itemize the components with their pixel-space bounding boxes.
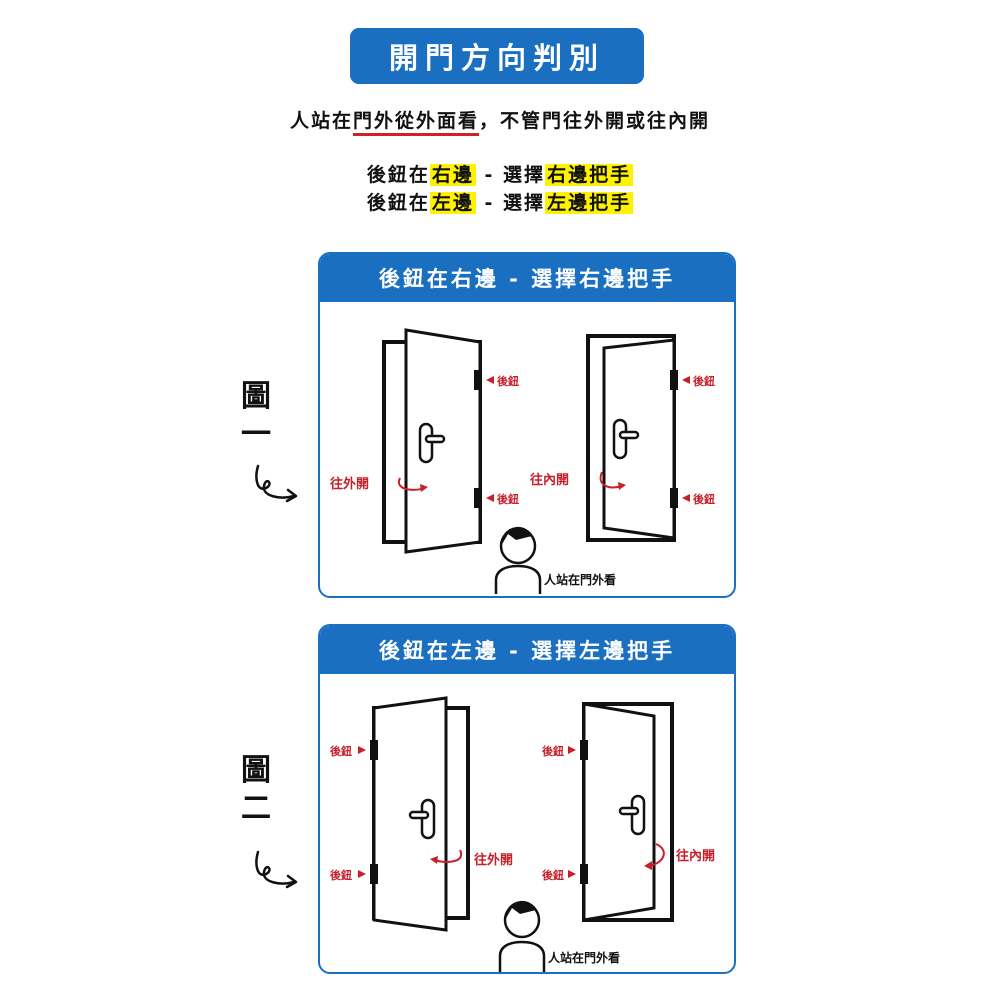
outward-label: 往外開 <box>474 852 513 868</box>
hinge-bottom <box>474 488 482 508</box>
figure1-door-inward: 後鈕 後鈕 往內開 <box>530 334 715 542</box>
figure2-label: 圖 二 <box>236 752 276 828</box>
hinge-top <box>670 370 678 390</box>
rule-right-side: 右邊 <box>429 164 476 186</box>
hinge-label-top: 後鈕 <box>330 744 352 758</box>
door-handle-icon <box>612 418 640 460</box>
rule-right-handle: 右邊把手 <box>545 164 634 186</box>
door-handle-icon <box>418 422 446 464</box>
rule-left-side: 左邊 <box>429 192 476 214</box>
figure1-header: 後鈕在右邊 - 選擇右邊把手 <box>320 254 734 302</box>
hinge-label-top: 後鈕 <box>497 374 519 388</box>
hinge-label-bottom: 後鈕 <box>693 492 715 506</box>
hinge-pointer-icon <box>682 494 690 502</box>
hinge-pointer-icon <box>568 870 576 878</box>
figure2-diagram: 後鈕 後鈕 往外開 後鈕 後鈕 <box>330 696 715 972</box>
hinge-pointer-icon <box>486 494 494 502</box>
hinge-bottom <box>370 864 378 884</box>
figure1-label-char1: 圖 <box>241 379 271 414</box>
figure1-door-outward: 後鈕 後鈕 往外開 <box>330 328 519 554</box>
hinge-pointer-icon <box>682 376 690 384</box>
swing-arrow-icon <box>397 477 428 492</box>
outward-label: 往外開 <box>330 476 369 492</box>
swing-arrow-icon <box>430 849 463 864</box>
figure1-panel: 後鈕在右邊 - 選擇右邊把手 後鈕 後鈕 往外開 <box>318 252 736 598</box>
curl-arrow-icon <box>255 464 298 503</box>
hinge-label-bottom: 後鈕 <box>330 868 352 882</box>
hinge-top <box>370 740 378 760</box>
door-handle-icon <box>618 794 646 836</box>
hinge-label-top: 後鈕 <box>542 744 564 758</box>
figure1-diagram: 後鈕 後鈕 往外開 後鈕 後鈕 往內開 <box>330 328 715 594</box>
hinge-bottom <box>580 864 588 884</box>
hinge-pointer-icon <box>358 870 366 878</box>
swing-arrow-icon <box>599 471 626 490</box>
intro-before: 人站在 <box>289 110 353 132</box>
curl-arrow-icon <box>255 850 298 889</box>
hinge-pointer-icon <box>486 376 494 384</box>
rule-left-handle: 左邊把手 <box>545 192 634 214</box>
page-title: 開門方向判別 <box>350 28 644 84</box>
figure2-door-outward: 後鈕 後鈕 往外開 <box>330 696 513 932</box>
figure2-label-char2: 二 <box>241 791 271 826</box>
hinge-top <box>580 740 588 760</box>
person-label: 人站在門外看 <box>544 572 616 587</box>
person-label: 人站在門外看 <box>548 950 620 965</box>
intro-underlined: 門外從外面看 <box>352 110 479 132</box>
swing-arrow-icon <box>644 843 665 870</box>
door-leaf <box>602 338 676 540</box>
inward-label: 往內開 <box>676 848 715 864</box>
figure2-door-inward: 後鈕 後鈕 往內開 <box>542 702 715 922</box>
hinge-label-bottom: 後鈕 <box>497 492 519 506</box>
hinge-pointer-icon <box>568 746 576 754</box>
rule-right-mid: - 選擇 <box>475 164 546 186</box>
figure2-panel: 後鈕在左邊 - 選擇左邊把手 後鈕 後鈕 往外開 <box>318 624 736 974</box>
figure2-header: 後鈕在左邊 - 選擇左邊把手 <box>320 626 734 674</box>
person-icon <box>498 900 546 972</box>
rule-left-prefix: 後鈕在 <box>366 192 430 214</box>
rule-right-prefix: 後鈕在 <box>366 164 430 186</box>
figure1-label: 圖 一 <box>236 378 276 454</box>
door-handle-icon <box>408 798 436 840</box>
hinge-label-top: 後鈕 <box>693 374 715 388</box>
intro-after: ，不管門往外開或往內開 <box>479 110 711 132</box>
hinge-bottom <box>670 488 678 508</box>
intro-text: 人站在門外從外面看，不管門往外開或往內開 <box>0 106 1000 133</box>
rule-right: 後鈕在右邊 - 選擇右邊把手 <box>0 160 1000 187</box>
figure1-label-char2: 一 <box>241 417 271 452</box>
inward-label: 往內開 <box>530 472 569 488</box>
hinge-top <box>474 370 482 390</box>
rule-left: 後鈕在左邊 - 選擇左邊把手 <box>0 188 1000 215</box>
hinge-pointer-icon <box>358 746 366 754</box>
hinge-label-bottom: 後鈕 <box>542 868 564 882</box>
person-icon <box>494 526 542 594</box>
figure2-label-char1: 圖 <box>241 753 271 788</box>
rule-left-mid: - 選擇 <box>475 192 546 214</box>
